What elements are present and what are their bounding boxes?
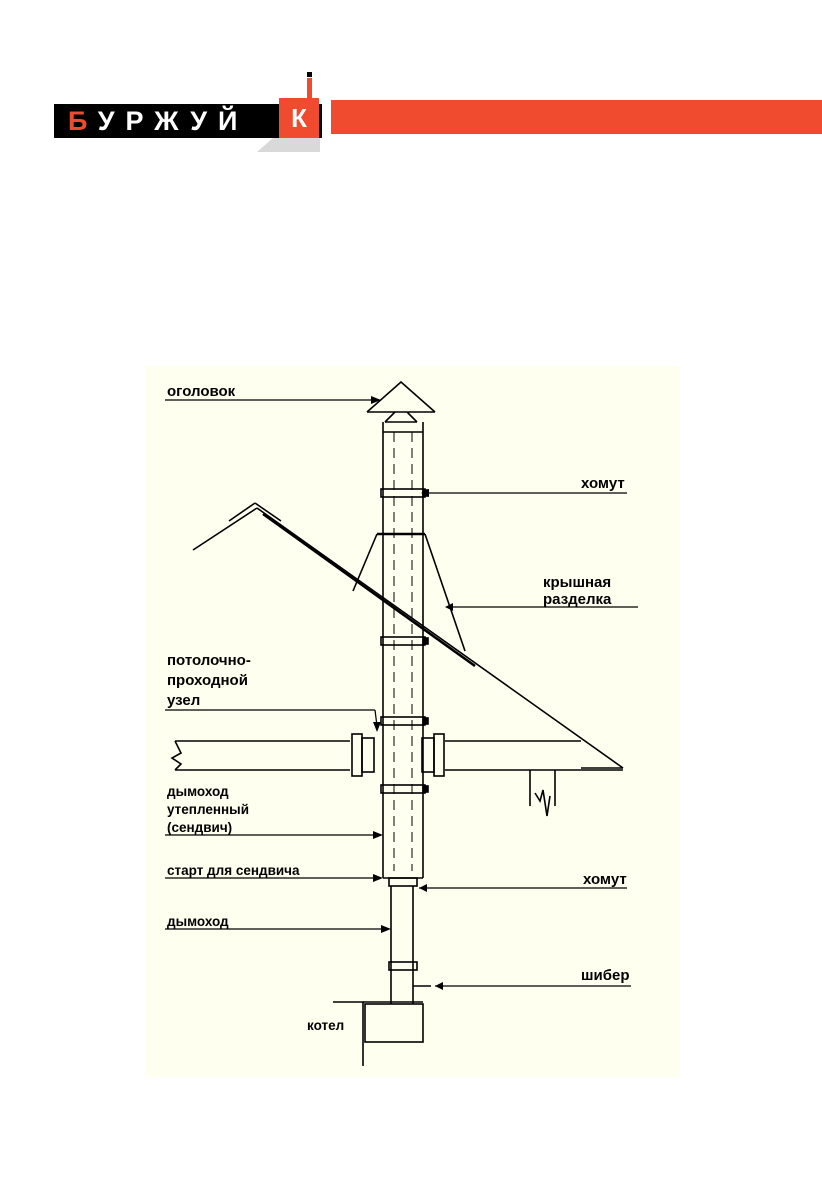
ceiling-slab [170,740,623,817]
roof-cut-cone [352,532,466,652]
label-clamp-bottom: хомут [583,871,627,888]
label-sandwich-start: старт для сендвича [167,863,300,878]
label-insulated-2: утепленный [167,802,249,817]
label-clamp-top: хомут [581,475,625,492]
logo-wordmark: БУРЖУЙ [54,104,322,138]
label-cap: оголовок [167,383,236,400]
logo-badge-letter: К [279,98,319,138]
leader-lines [165,399,638,987]
label-insulated-1: дымоход [167,784,229,799]
single-wall-pipe [388,877,431,1004]
label-ceiling-node-2: проходной [167,672,248,689]
label-damper: шибер [581,967,630,984]
header-accent-bar [331,100,822,134]
logo-rest: УРЖУЙ [97,106,249,136]
logo-first-letter: Б [68,106,98,136]
label-roof-cut-2: разделка [543,591,612,608]
chimney-diagram: оголовок хомут крышная разделка потолочн… [145,366,680,1077]
label-ceiling-node-1: потолочно- [167,652,251,669]
label-boiler: котел [307,1018,344,1033]
label-insulated-3: (сендвич) [167,820,232,835]
logo: БУРЖУЙ К [52,70,332,160]
arrowheads [371,396,453,990]
label-chimney: дымоход [167,914,229,929]
boiler [333,1001,424,1066]
ceiling-pass-through-node [351,733,445,777]
roof [192,502,624,769]
label-roof-cut-1: крышная [543,574,611,591]
label-ceiling-node-3: узел [167,692,200,709]
chimney-cap [366,380,436,423]
